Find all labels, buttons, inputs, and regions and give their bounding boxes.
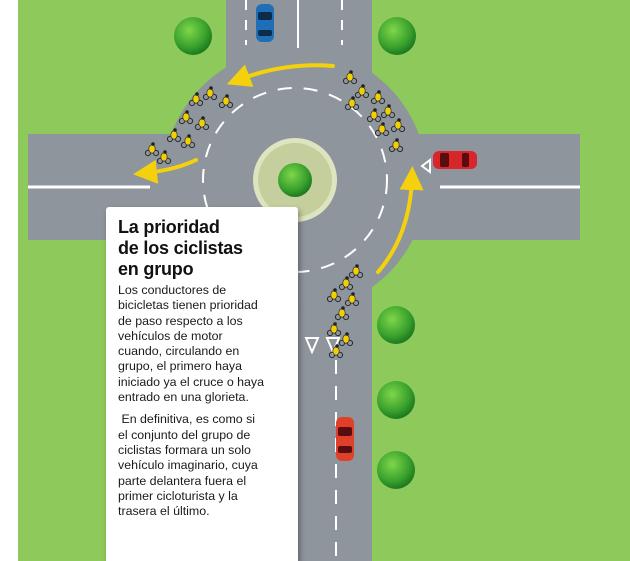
- text-line: parte delantera fuera el: [118, 473, 247, 488]
- text-line: bicicletas tienen prioridad: [118, 298, 258, 313]
- info-title-line: de los ciclistas: [118, 238, 243, 258]
- cyclist-icon: [342, 70, 358, 85]
- text-line: vehículos de motor: [118, 328, 223, 343]
- text-line: vehículo imaginario, cuya: [118, 458, 258, 473]
- cyclist-icon: [388, 138, 404, 153]
- cyclist-icon: [366, 108, 382, 123]
- cyclist-icon: [326, 288, 342, 303]
- text-line: grupo, el primero haya: [118, 359, 242, 374]
- text-line: trasera el último.: [118, 504, 210, 519]
- text-line: entrado en una glorieta.: [118, 390, 249, 405]
- ring-lane-dashes: [202, 87, 388, 273]
- cyclist-icon: [194, 116, 210, 131]
- tree-icon: [377, 306, 415, 344]
- cyclist-icon: [218, 94, 234, 109]
- tree-icon: [174, 17, 212, 55]
- cyclist-icon: [344, 292, 360, 307]
- text-line: el conjunto del grupo de: [118, 427, 251, 442]
- info-box: La prioridad de los ciclistas en grupo L…: [106, 207, 298, 561]
- island-tree-icon: [278, 163, 312, 197]
- text-line: ciclistas formara un solo: [118, 442, 251, 457]
- yield-sign-east: [420, 158, 431, 174]
- tree-icon: [377, 451, 415, 489]
- cyclist-icon: [328, 344, 344, 359]
- text-line: de paso respecto a los: [118, 313, 243, 328]
- cyclist-icon: [374, 122, 390, 137]
- cyclist-icon: [354, 84, 370, 99]
- text-line: iniciado ya el cruce o haya: [118, 374, 265, 389]
- cyclist-icon: [144, 142, 160, 157]
- yield-sign-left: [304, 337, 320, 355]
- info-title: La prioridad de los ciclistas en grupo: [118, 217, 290, 280]
- cyclist-icon: [180, 134, 196, 149]
- cyclist-icon: [188, 92, 204, 107]
- cyclist-icon: [370, 90, 386, 105]
- text-line: En definitiva, es como si: [118, 412, 256, 427]
- text-line: cuando, circulando en: [118, 344, 240, 359]
- arrow-exit-west: [133, 158, 198, 184]
- cyclist-icon: [380, 104, 396, 119]
- cyclist-icon: [166, 128, 182, 143]
- cyclist-icon: [326, 322, 342, 337]
- cyclist-icon: [344, 96, 360, 111]
- cyclist-icon: [334, 306, 350, 321]
- car-red-south-icon: [336, 417, 354, 461]
- cyclist-icon: [156, 150, 172, 165]
- cyclist-icon: [390, 118, 406, 133]
- text-line: primer cicloturista y la: [118, 488, 238, 503]
- cyclist-groups: [144, 70, 406, 359]
- car-blue-icon: [256, 4, 274, 42]
- arrow-south-to-east: [376, 166, 424, 274]
- cyclist-icon: [338, 332, 354, 347]
- text-line: Los conductores de: [118, 283, 227, 297]
- car-red-east-icon: [433, 151, 477, 169]
- cyclist-icon: [178, 110, 194, 125]
- arrow-north-to-west: [226, 63, 335, 87]
- road-south-lane: [300, 240, 372, 561]
- tree-icon: [378, 17, 416, 55]
- info-paragraph-1: Los conductores de bicicletas tienen pri…: [118, 283, 290, 405]
- info-title-line: La prioridad: [118, 217, 220, 237]
- trees: [174, 17, 416, 489]
- cyclist-icon: [348, 264, 364, 279]
- info-paragraph-2: En definitiva, es como si el conjunto de…: [118, 412, 290, 519]
- cyclist-icon: [202, 86, 218, 101]
- cyclist-icon: [338, 276, 354, 291]
- tree-icon: [377, 381, 415, 419]
- info-title-line: en grupo: [118, 259, 194, 279]
